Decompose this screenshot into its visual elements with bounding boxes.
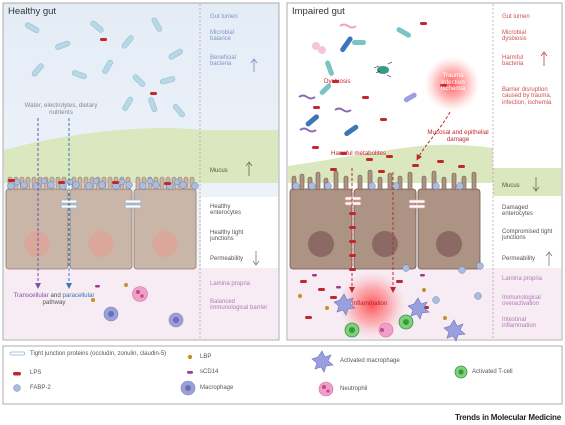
legend-neutrophil-label: Neutrophil — [340, 386, 368, 392]
nucleus — [24, 231, 50, 257]
healthy-side-immuno: Balanced immunological barrier — [210, 299, 268, 312]
legend-lps-swatch — [13, 372, 21, 376]
legend-fabp2-swatch — [13, 384, 21, 392]
legend-activated-macrophage-swatch — [311, 350, 334, 373]
healthy-side-lumen: Gut lumen — [210, 14, 238, 20]
healthy-side-mucus: Mucus — [210, 168, 228, 174]
impaired-lamina-contents — [298, 262, 484, 342]
impaired-panel — [286, 2, 563, 342]
trauma-label: Trauma Infection Ischemia — [440, 72, 466, 93]
healthy-enterocytes — [5, 176, 197, 270]
impaired-side-lamina: Lamina propria — [502, 276, 543, 282]
dysbiosis-label: Dysbiosis — [324, 78, 351, 85]
impaired-side-harmful: Harmful bacteria — [502, 55, 524, 68]
impaired-side-dysbiosis: Microbial dysbiosis — [502, 30, 527, 43]
impaired-side-lumen: Gut lumen — [502, 14, 530, 20]
tight-junctions — [60, 199, 142, 209]
legend-fabp2-label: FABP-2 — [30, 385, 51, 391]
inflammation-label: Inflammation — [352, 300, 388, 307]
legend-scd14-swatch — [187, 371, 193, 374]
legend-macrophage-label: Macrophage — [200, 385, 234, 391]
legend-lbp-label: LBP — [200, 354, 212, 360]
journal-footer: Trends in Molecular Medicine — [455, 413, 561, 422]
healthy-side-beneficial: Beneficial bacteria — [210, 55, 237, 68]
impaired-side-intestinal: Intestinal inflammation — [502, 317, 537, 330]
trauma-glow — [424, 56, 480, 112]
legend-lbp-swatch — [187, 354, 193, 360]
harmful-bacteria — [298, 23, 417, 137]
lps-in-mucus — [8, 179, 171, 185]
legend-tight-junction-swatch — [9, 351, 26, 356]
fabp2-markers — [7, 177, 199, 190]
legend-activated-macrophage-label: Activated macrophage — [340, 358, 400, 364]
legend-activated-tcell-label: Activated T-cell — [472, 369, 513, 375]
nucleus — [88, 231, 114, 257]
nucleus — [152, 231, 178, 257]
healthy-title: Healthy gut — [8, 6, 57, 17]
inflammation-glow — [338, 271, 406, 339]
impaired-mucus — [288, 144, 493, 183]
mucosal-damage-label: Mucosal and epithelial damage — [427, 129, 489, 143]
healthy-side-tight: Healthy tight junctions — [210, 230, 244, 243]
beneficial-bacteria — [25, 17, 185, 118]
water-nutrients-label: Water, electrolytes, dietary nutrients — [24, 102, 98, 116]
healthy-mucus — [4, 128, 200, 183]
impaired-side-mucus: Mucus — [502, 183, 520, 189]
healthy-side-lamina: Lamina propria — [210, 281, 251, 287]
healthy-panel — [2, 2, 280, 341]
impaired-title: Impaired gut — [292, 6, 345, 17]
impaired-side-enterocytes: Damaged enterocytes — [502, 205, 534, 218]
healthy-side-permeability: Permeability — [210, 256, 244, 262]
healthy-side-enterocytes: Healthy enterocytes — [210, 204, 242, 217]
healthy-side-balance: Microbial balance — [210, 30, 235, 43]
impaired-side-tight: Compromised tight junctions — [502, 229, 553, 242]
impaired-side-permeability: Permeability — [502, 256, 536, 262]
legend-tight-junction-label: Tight junction proteins (occludin, zonul… — [30, 351, 167, 357]
healthy-lamina-contents — [91, 283, 184, 328]
legend-neutrophil-swatch — [318, 381, 334, 397]
healthy-lamina-propria — [4, 268, 278, 339]
legend-lps-label: LPS — [30, 370, 42, 376]
pathway-label: Transcellular and paracellular pathway — [13, 292, 95, 306]
impaired-side-immuno: Immunological overactivation — [502, 295, 541, 308]
legend-scd14-label: sCD14 — [200, 369, 219, 375]
impaired-side-barrier: Barrier disruption caused by trauma, inf… — [502, 87, 552, 106]
harmful-metabolites-label: Harmful metabolites — [331, 150, 387, 157]
legend — [2, 345, 563, 405]
